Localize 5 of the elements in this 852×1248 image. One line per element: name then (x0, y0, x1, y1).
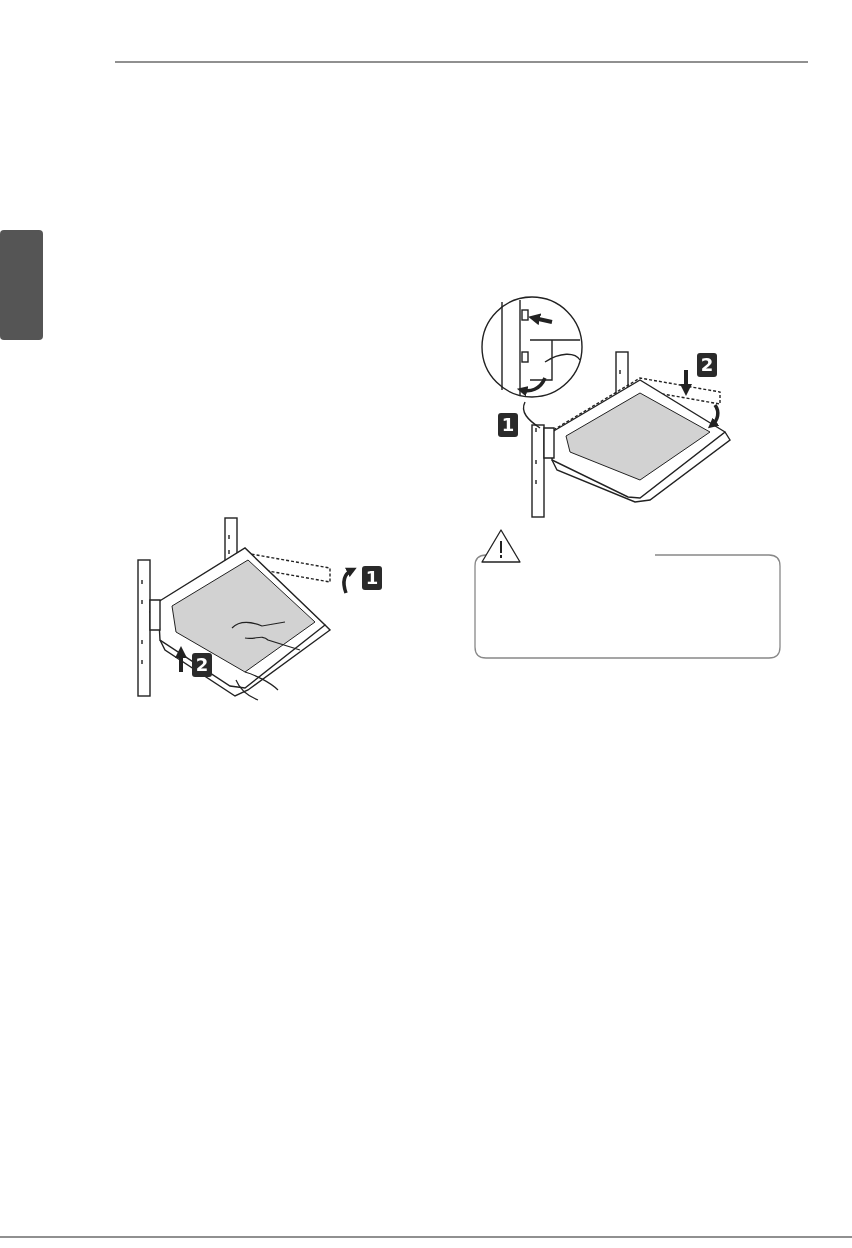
section-tab (0, 230, 43, 340)
callout-number: 2 (192, 653, 212, 677)
callout-number: 1 (498, 413, 518, 437)
callout-number: 2 (697, 353, 717, 377)
callout-number: 1 (362, 566, 382, 590)
